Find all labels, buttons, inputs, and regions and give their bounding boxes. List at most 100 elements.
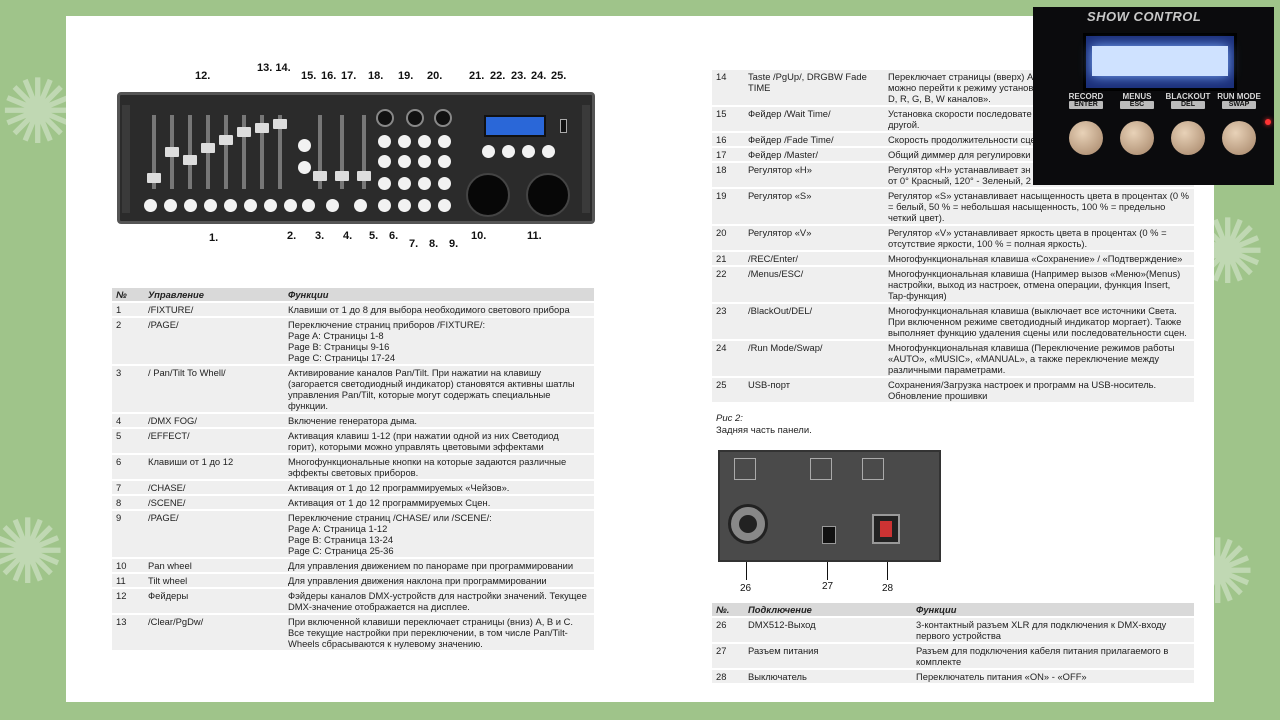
fader-slot bbox=[278, 115, 282, 189]
pan-wheel[interactable] bbox=[466, 173, 510, 217]
fixture-button[interactable] bbox=[204, 199, 217, 212]
table-row: 23 /BlackOut/DEL/Многофункциональная кла… bbox=[712, 303, 1194, 341]
rear-label-icon bbox=[810, 458, 832, 480]
fader-knob[interactable] bbox=[201, 143, 215, 153]
row-number: 23 bbox=[712, 303, 744, 341]
grid-button[interactable] bbox=[398, 135, 411, 148]
menus-esc-button[interactable] bbox=[1120, 121, 1154, 155]
fixture-button[interactable] bbox=[164, 199, 177, 212]
col-header-number: №. bbox=[712, 603, 744, 618]
fixture-button[interactable] bbox=[264, 199, 277, 212]
callout-22: 22. bbox=[490, 70, 506, 82]
grid-button[interactable] bbox=[438, 135, 451, 148]
fader-knob[interactable] bbox=[255, 123, 269, 133]
row-number: 12 bbox=[112, 588, 144, 615]
grid-button[interactable] bbox=[378, 155, 391, 168]
page-button[interactable] bbox=[302, 199, 315, 212]
fixture-button[interactable] bbox=[284, 199, 297, 212]
table-row: 5/EFFECT/Активация клавиш 1-12 (при нажа… bbox=[112, 428, 594, 455]
fader-knob[interactable] bbox=[165, 147, 179, 157]
v-knob[interactable] bbox=[434, 109, 452, 127]
callout-16: 16. bbox=[321, 70, 337, 82]
row-function: Сохранения/Загрузка настроек и программ … bbox=[884, 377, 1194, 404]
scene-page-button[interactable] bbox=[438, 199, 451, 212]
table-row: 24/Run Mode/Swap/Многофункциональная кла… bbox=[712, 340, 1194, 378]
fixture-button[interactable] bbox=[244, 199, 257, 212]
row-control: USB-порт bbox=[744, 377, 884, 404]
fixture-button[interactable] bbox=[184, 199, 197, 212]
figure-2-title: Рис 2: bbox=[716, 413, 743, 424]
grid-button[interactable] bbox=[398, 155, 411, 168]
row-function: Многофункциональная клавиша «Сохранение»… bbox=[884, 251, 1194, 267]
callout-5: 5. bbox=[369, 230, 379, 242]
h-knob[interactable] bbox=[376, 109, 394, 127]
grid-button[interactable] bbox=[398, 177, 411, 190]
master-fader[interactable] bbox=[357, 171, 371, 181]
scene-button[interactable] bbox=[418, 199, 431, 212]
row-function: Разъем для подключения кабеля питания пр… bbox=[912, 643, 1194, 670]
tilt-wheel[interactable] bbox=[526, 173, 570, 217]
power-switch[interactable] bbox=[872, 514, 900, 544]
grid-button[interactable] bbox=[438, 177, 451, 190]
chase-button[interactable] bbox=[398, 199, 411, 212]
grid-button[interactable] bbox=[418, 177, 431, 190]
fixture-button[interactable] bbox=[144, 199, 157, 212]
row-function: Активация от 1 до 12 программируемых Сце… bbox=[284, 495, 594, 511]
fader-slot bbox=[340, 115, 344, 189]
row-function: Регулятор «V» устанавливает яркость цвет… bbox=[884, 225, 1194, 252]
row-number: 11 bbox=[112, 573, 144, 589]
table-row: 13/Clear/PgDw/При включенной клавиши пер… bbox=[112, 614, 594, 652]
row-number: 3 bbox=[112, 365, 144, 414]
grid-button[interactable] bbox=[378, 177, 391, 190]
record-enter-button[interactable] bbox=[1069, 121, 1103, 155]
row-number: 13 bbox=[112, 614, 144, 652]
fader-knob[interactable] bbox=[183, 155, 197, 165]
s-knob[interactable] bbox=[406, 109, 424, 127]
row-number: 24 bbox=[712, 340, 744, 378]
row-function: Для управления движением по панораме при… bbox=[284, 558, 594, 574]
row-number: 2 bbox=[112, 317, 144, 366]
row-control: Регулятор «V» bbox=[744, 225, 884, 252]
rec-enter-button[interactable] bbox=[482, 145, 495, 158]
grid-button[interactable] bbox=[438, 155, 451, 168]
effect-button[interactable] bbox=[378, 199, 391, 212]
fader-knob[interactable] bbox=[237, 127, 251, 137]
pan-tilt-button[interactable] bbox=[326, 199, 339, 212]
blackout-del-button[interactable] bbox=[522, 145, 535, 158]
pgup-button[interactable] bbox=[298, 161, 311, 174]
grid-button[interactable] bbox=[378, 135, 391, 148]
menus-esc-button[interactable] bbox=[502, 145, 515, 158]
run-mode-swap-button[interactable] bbox=[1222, 121, 1256, 155]
callout-20: 20. bbox=[427, 70, 443, 82]
clear-pgdw-button[interactable] bbox=[298, 139, 311, 152]
row-function: Многофункциональная клавиша (Переключени… bbox=[884, 340, 1194, 378]
fixture-button[interactable] bbox=[224, 199, 237, 212]
grid-button[interactable] bbox=[418, 155, 431, 168]
power-jack bbox=[822, 526, 836, 544]
row-number: 1 bbox=[112, 302, 144, 318]
row-control: DMX512-Выход bbox=[744, 617, 912, 644]
run-mode-swap-button[interactable] bbox=[542, 145, 555, 158]
rear-label-icon bbox=[862, 458, 884, 480]
dmx-fog-button[interactable] bbox=[354, 199, 367, 212]
row-control: Разъем питания bbox=[744, 643, 912, 670]
fader-knob[interactable] bbox=[273, 119, 287, 129]
fader-knob[interactable] bbox=[147, 173, 161, 183]
fade-time-fader[interactable] bbox=[335, 171, 349, 181]
rear-panel-figure bbox=[718, 450, 941, 562]
row-control: Фейдеры bbox=[144, 588, 284, 615]
blackout-del-button[interactable] bbox=[1171, 121, 1205, 155]
wait-time-fader[interactable] bbox=[313, 171, 327, 181]
brand-logo: SHOW CONTROL bbox=[1087, 9, 1202, 24]
dmx-xlr-output bbox=[728, 504, 768, 544]
grid-button[interactable] bbox=[418, 135, 431, 148]
table-row: 3/ Pan/Tilt To Whell/Активирование канал… bbox=[112, 365, 594, 414]
fader-knob[interactable] bbox=[219, 135, 233, 145]
